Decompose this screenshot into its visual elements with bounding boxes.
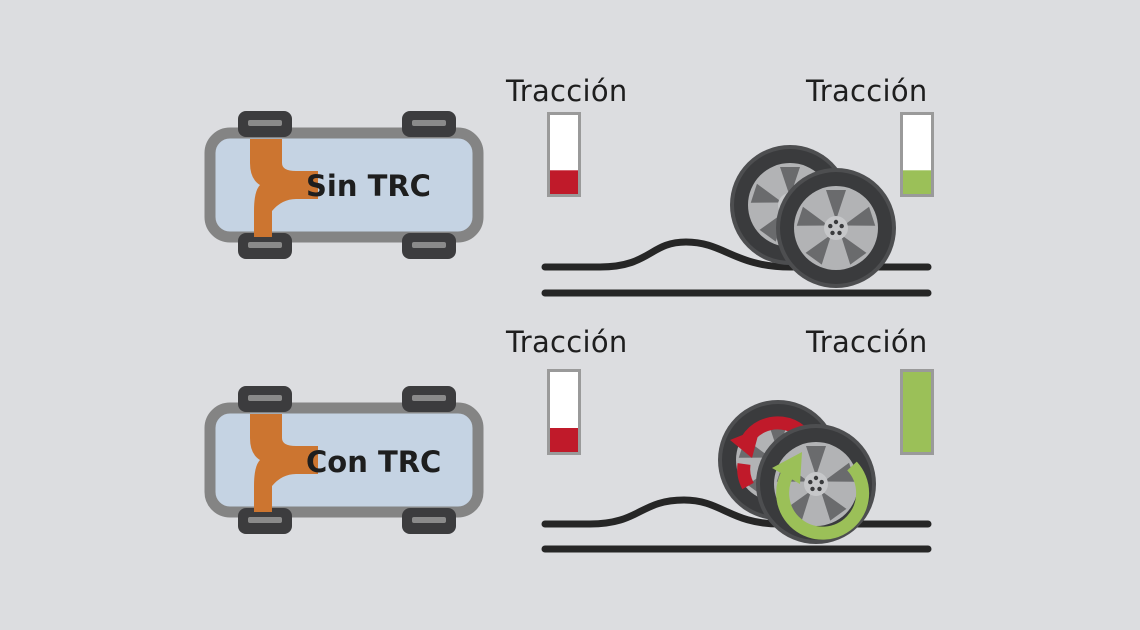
traction-label-left-con-trc: Tracción	[506, 325, 628, 359]
car-label-sin-trc: Sin TRC	[306, 169, 431, 203]
car-sin-trc: Sin TRC	[210, 111, 478, 259]
traction-meter-right-con-trc	[900, 369, 934, 455]
wheel-slip-icon	[730, 145, 896, 288]
traction-label-right-con-trc: Tracción	[806, 325, 928, 359]
car-label-con-trc: Con TRC	[306, 445, 441, 479]
traction-meter-left-sin-trc	[547, 112, 581, 197]
wheel-controlled-icon	[718, 400, 876, 544]
green-control-arrow-icon	[772, 452, 870, 540]
traction-label-right-sin-trc: Tracción	[806, 74, 928, 108]
road-sin-trc	[541, 238, 932, 297]
traction-level-left-con-trc	[550, 428, 578, 452]
road-con-trc	[541, 496, 932, 553]
traction-level-left-sin-trc	[550, 170, 578, 194]
traction-label-left-sin-trc: Tracción	[506, 74, 628, 108]
car-con-trc: Con TRC	[210, 386, 478, 534]
traction-level-right-sin-trc	[903, 170, 931, 194]
traction-level-right-con-trc	[903, 372, 931, 452]
traction-meter-left-con-trc	[547, 369, 581, 455]
traction-meter-right-sin-trc	[900, 112, 934, 197]
